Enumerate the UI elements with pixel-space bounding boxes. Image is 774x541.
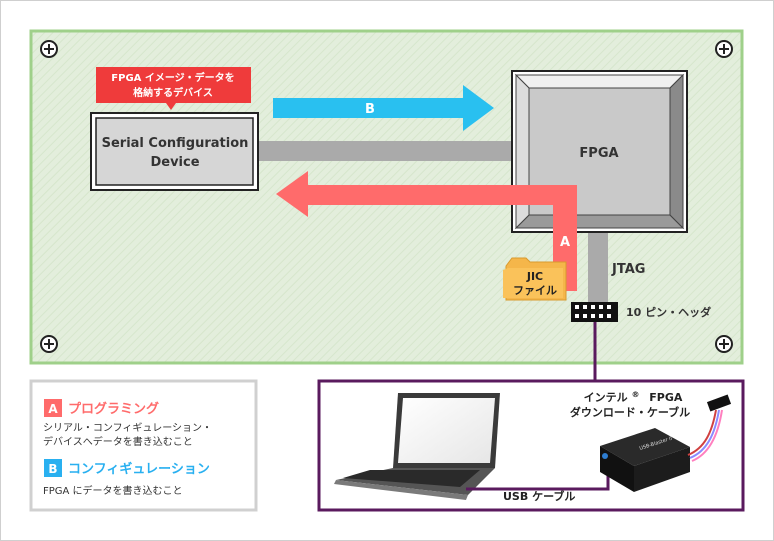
fpga-label: FPGA	[579, 146, 618, 161]
callout-line2: 格納するデバイス	[133, 86, 213, 99]
laptop-icon	[334, 393, 500, 500]
jic-label-line1: JIC	[526, 270, 543, 283]
legend-b-badge-bg	[44, 459, 62, 477]
jic-file-icon: JIC ファイル	[503, 257, 567, 301]
legend-a-badge-bg	[44, 399, 62, 417]
screw-icon	[715, 40, 733, 58]
screw-icon	[40, 335, 58, 353]
jtag-label: JTAG	[611, 262, 645, 277]
legend-a-badge: A	[48, 402, 58, 416]
cable-title-reg: ®	[631, 390, 639, 399]
arrow-a: A	[276, 171, 577, 291]
scd-label-line2: Device	[150, 155, 199, 170]
arrow-b: B	[273, 85, 494, 131]
jtag-bus	[588, 231, 608, 303]
legend-b-badge: B	[48, 462, 57, 476]
legend: A プログラミング シリアル・コンフィギュレーション・ デバイスへデータを書き込…	[29, 379, 258, 512]
pin-header	[571, 302, 618, 322]
data-bus	[257, 141, 514, 161]
legend-b-desc: FPGA にデータを書き込むこと	[43, 484, 183, 497]
legend-b-title: コンフィギュレーション	[68, 461, 210, 477]
storage-callout: FPGA イメージ・データを 格納するデバイス	[96, 67, 251, 110]
screw-icon	[40, 40, 58, 58]
arrow-b-label: B	[365, 102, 375, 117]
usb-label: USB ケーブル	[503, 489, 575, 503]
legend-box	[29, 379, 258, 512]
screw-icon	[715, 335, 733, 353]
serial-config-device: Serial Configuration Device	[90, 112, 259, 191]
legend-a-desc-line1: シリアル・コンフィギュレーション・	[43, 422, 212, 434]
download-cable-icon: USB-Blaster II	[600, 394, 732, 492]
fpga-chip: FPGA	[511, 70, 688, 233]
header-label: 10 ピン・ヘッダ	[626, 305, 711, 319]
legend-a-title: プログラミング	[68, 401, 159, 417]
cable-title-line1: インテル ® FPGA	[584, 387, 683, 404]
cable-title-line2: ダウンロード・ケーブル	[570, 405, 690, 419]
host-area: USB ケーブル インテル ® FPGA ダウンロード・ケーブル USB-Bla…	[317, 379, 745, 512]
callout-line1: FPGA イメージ・データを	[111, 71, 234, 84]
board: Serial Configuration Device FPGA イメージ・デー…	[29, 29, 744, 365]
jic-label-line2: ファイル	[513, 284, 557, 297]
arrow-a-label: A	[560, 235, 570, 250]
cable-title-fpga: FPGA	[649, 391, 683, 404]
scd-label-line1: Serial Configuration	[102, 136, 249, 151]
cable-title-brand: インテル	[584, 391, 628, 404]
legend-a-desc-line2: デバイスへデータを書き込むこと	[43, 435, 193, 448]
